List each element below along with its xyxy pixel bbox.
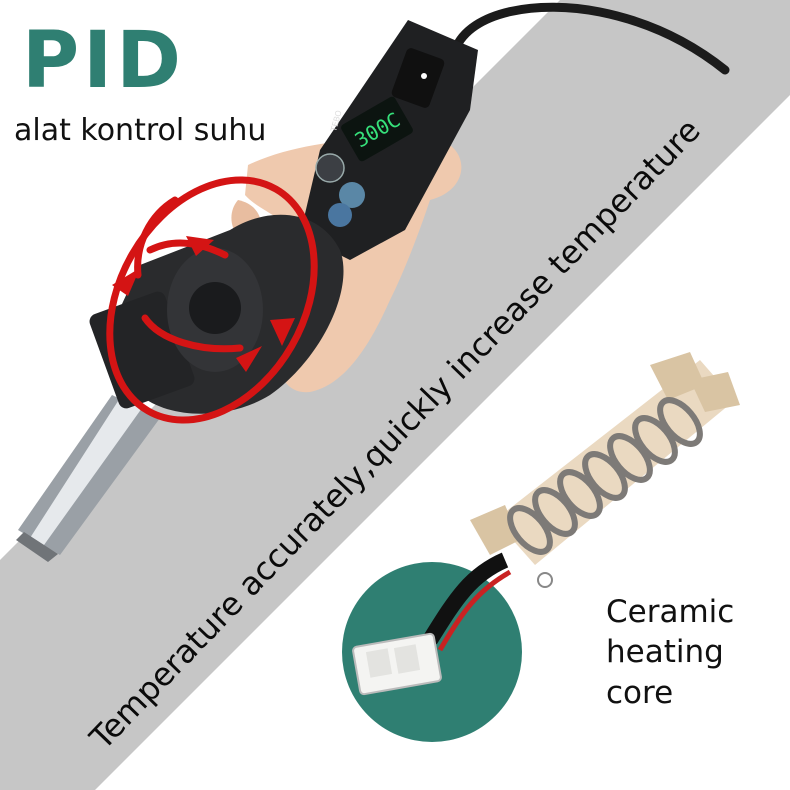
plus-button-icon — [339, 182, 365, 208]
metal-nozzle — [16, 395, 160, 562]
minus-button-icon — [315, 153, 345, 183]
ceramic-heating-core — [342, 352, 740, 742]
power-switch — [391, 48, 445, 108]
ceramic-core-label: Ceramic heating core — [606, 592, 734, 713]
headline-pid: PID — [22, 16, 185, 106]
subtitle-temperature-control: alat kontrol suhu — [14, 113, 267, 148]
core-label-line3: core — [606, 674, 674, 711]
core-label-line2: heating — [606, 634, 724, 671]
rotation-arrows-icon — [106, 176, 318, 424]
mode-button-icon — [328, 203, 352, 227]
core-label-line1: Ceramic — [606, 594, 735, 630]
